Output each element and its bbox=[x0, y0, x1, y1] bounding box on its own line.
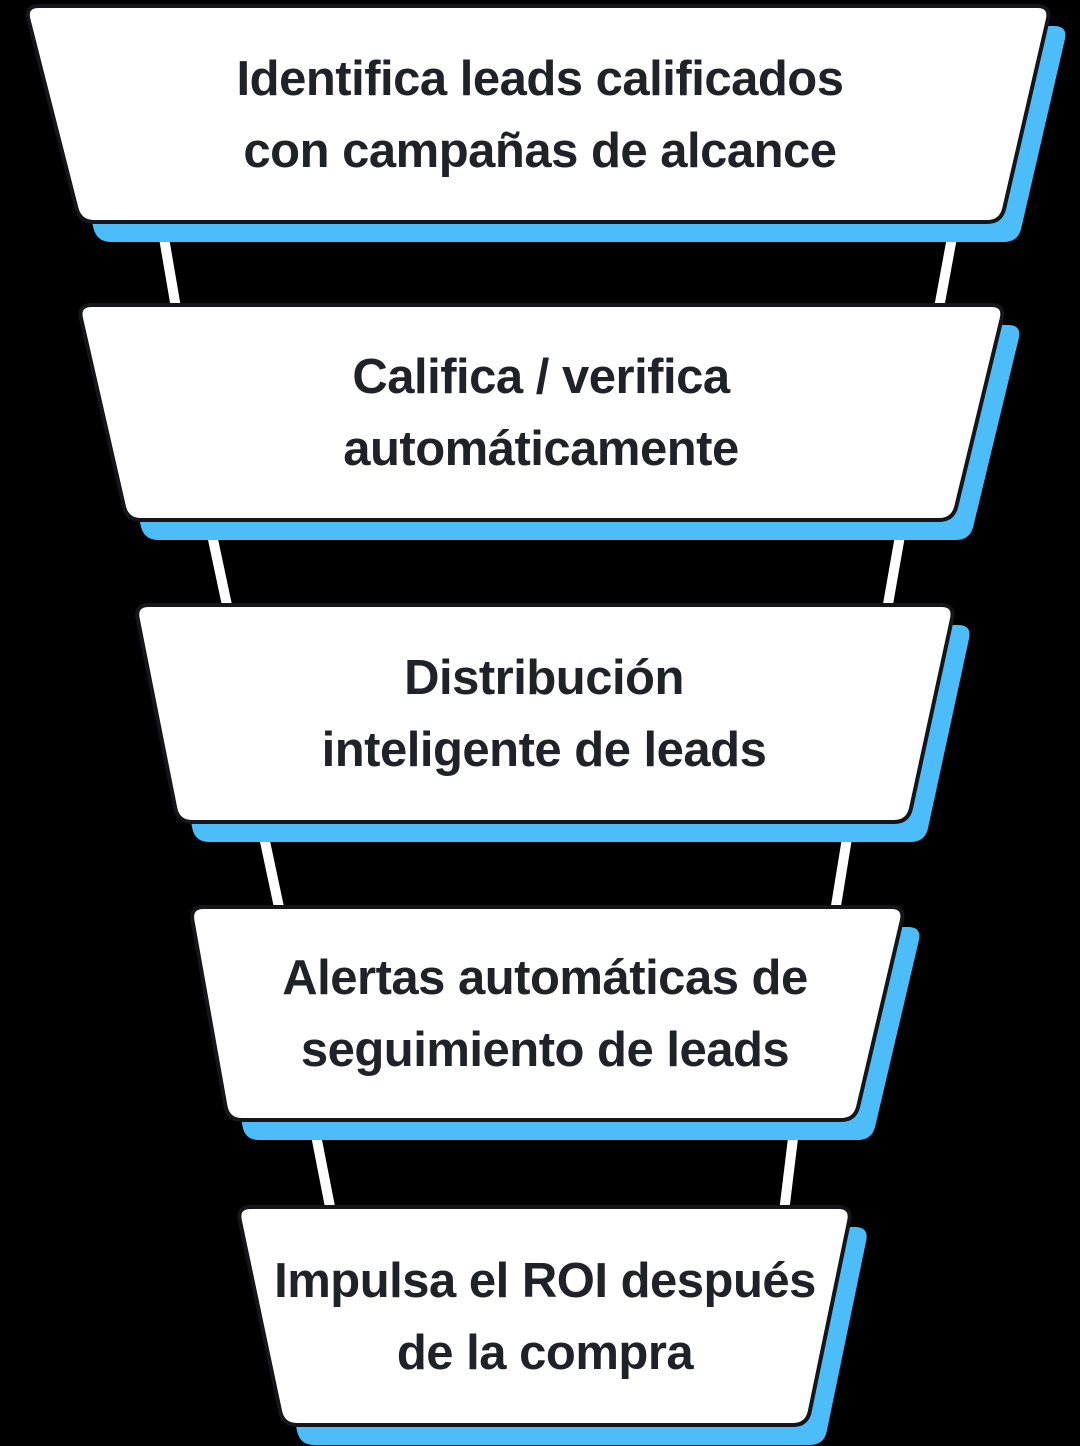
step-3-shape bbox=[135, 603, 955, 824]
step-1-shape bbox=[25, 4, 1051, 224]
step-5-shape bbox=[237, 1205, 852, 1427]
step-4-label-line-1: Alertas automáticas de bbox=[282, 951, 808, 1005]
step-5-label-line-2: de la compra bbox=[397, 1326, 695, 1380]
connector-4-right bbox=[779, 1129, 799, 1213]
connectors bbox=[158, 231, 958, 1213]
step-2-shape bbox=[78, 303, 1005, 522]
step-5-label-line-1: Impulsa el ROI después bbox=[274, 1254, 816, 1308]
funnel-step-2: Califica / verifica automáticamente bbox=[78, 303, 1020, 540]
step-4-shape bbox=[190, 905, 905, 1122]
connector-3-left bbox=[258, 830, 285, 914]
step-2-label-line-1: Califica / verifica bbox=[352, 350, 731, 404]
step-4-label-line-2: seguimiento de leads bbox=[301, 1023, 789, 1077]
step-3-label-line-1: Distribución bbox=[404, 651, 684, 705]
connector-2-right bbox=[882, 529, 906, 611]
step-1-label-line-2: con campañas de alcance bbox=[243, 124, 836, 178]
step-3-label-line-2: inteligente de leads bbox=[322, 723, 767, 777]
connector-3-right bbox=[830, 831, 853, 913]
connector-2-left bbox=[206, 528, 233, 612]
connector-1-left bbox=[158, 231, 181, 309]
connector-1-right bbox=[934, 231, 958, 309]
funnel-step-5: Impulsa el ROI después de la compra bbox=[237, 1205, 867, 1445]
connector-4-left bbox=[310, 1129, 336, 1213]
funnel-step-1: Identifica leads calificados con campaña… bbox=[25, 4, 1066, 242]
step-2-label-line-2: automáticamente bbox=[343, 422, 739, 476]
funnel-step-4: Alertas automáticas de seguimiento de le… bbox=[190, 905, 920, 1140]
funnel-step-3: Distribución inteligente de leads bbox=[135, 603, 970, 842]
step-1-label-line-1: Identifica leads calificados bbox=[237, 52, 844, 106]
